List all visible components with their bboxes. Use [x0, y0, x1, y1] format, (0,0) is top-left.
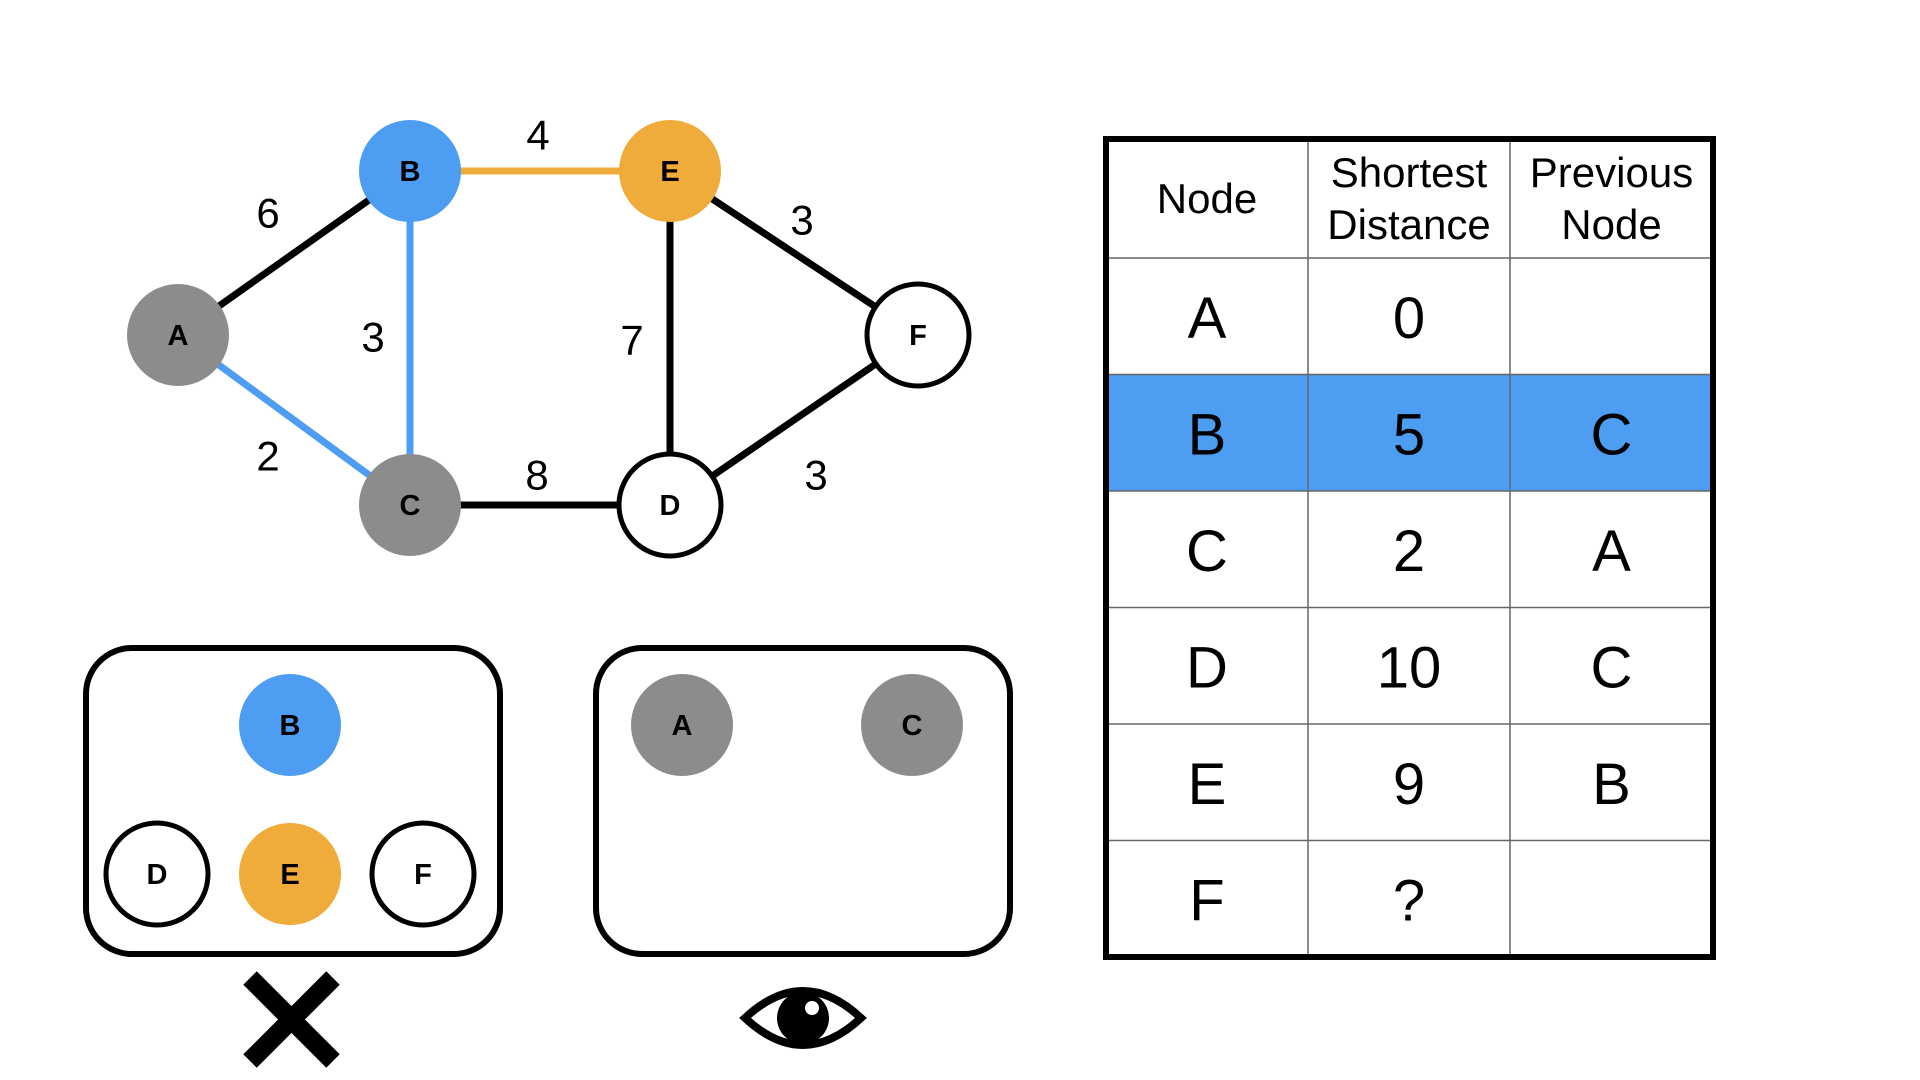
x-mark-icon [243, 971, 340, 1068]
table-cell-node: B [1188, 402, 1227, 467]
table-header-cell: Previous [1530, 149, 1693, 196]
node-label: F [414, 859, 432, 891]
node-label: B [280, 710, 301, 742]
node-circle [239, 674, 341, 776]
node-label: A [168, 320, 189, 352]
table-header-cell: Node [1561, 201, 1661, 248]
edge-weight-label: 7 [620, 317, 643, 364]
node-d: D [616, 451, 724, 559]
node-a: A [631, 674, 733, 776]
table-cell-node: D [1186, 635, 1228, 700]
node-label: A [672, 710, 693, 742]
node-b: B [359, 120, 461, 222]
unvisited-box-frame [83, 645, 503, 957]
x-stroke [243, 971, 340, 1068]
node-circle [239, 823, 341, 925]
table-cell-distance: 2 [1393, 519, 1425, 584]
node-label: C [902, 710, 923, 742]
node-label: F [909, 320, 927, 352]
table-cell-distance: 0 [1393, 286, 1425, 351]
node-d: D [103, 820, 211, 928]
node-label: B [400, 156, 421, 188]
node-circle [359, 120, 461, 222]
edge-weight-label: 2 [256, 433, 279, 480]
table-cell-distance: 10 [1377, 635, 1442, 700]
node-circle [359, 454, 461, 556]
eye-glint [805, 1001, 819, 1015]
node-circle [864, 281, 972, 389]
table-cell-distance: 9 [1393, 752, 1425, 817]
node-b: B [239, 674, 341, 776]
table-cell-previous: C [1591, 402, 1633, 467]
table-cell-distance: 5 [1393, 402, 1425, 467]
node-f: F [369, 820, 477, 928]
eye-icon [739, 987, 867, 1049]
node-c: C [861, 674, 963, 776]
table-cell-previous: C [1591, 635, 1633, 700]
edge-weights: 6 2 3 4 8 7 3 3 [256, 112, 827, 499]
table-header-cell: Distance [1327, 201, 1490, 248]
table-header-cell: Node [1157, 175, 1257, 222]
row-highlight [1106, 374, 1713, 491]
table-cell-node: C [1186, 519, 1228, 584]
node-f: F [864, 281, 972, 389]
node-circle [103, 820, 211, 928]
edge-weight-label: 3 [790, 197, 813, 244]
table-cell-previous: B [1592, 752, 1631, 817]
eye-outline [739, 987, 867, 1049]
table-cell-distance: ? [1393, 868, 1425, 933]
table-cell-node: F [1189, 868, 1224, 933]
table-border [1103, 136, 1716, 960]
node-label: C [400, 490, 421, 522]
edge-weight-label: 8 [525, 452, 548, 499]
table-cell-node: A [1188, 286, 1227, 351]
graph-nodes: A B C D E F [127, 120, 972, 559]
node-label: D [660, 490, 681, 522]
node-a: A [127, 284, 229, 386]
edge-weight-label: 6 [256, 190, 279, 237]
edge-weight-label: 4 [526, 112, 549, 159]
node-circle [127, 284, 229, 386]
node-circle [369, 820, 477, 928]
eye-pupil [777, 992, 829, 1044]
node-e: E [619, 120, 721, 222]
node-label: E [280, 859, 299, 891]
unvisited-set-box: B D E F [83, 645, 503, 957]
node-circle [619, 120, 721, 222]
node-circle [631, 674, 733, 776]
table-header-cell: Shortest [1331, 149, 1488, 196]
node-e: E [239, 823, 341, 925]
node-circle [616, 451, 724, 559]
node-label: E [660, 156, 679, 188]
visited-box-frame [593, 645, 1013, 957]
table-cell-node: E [1188, 752, 1227, 817]
edge-weight-label: 3 [361, 314, 384, 361]
node-c: C [359, 454, 461, 556]
node-circle [861, 674, 963, 776]
edge-weight-label: 3 [804, 452, 827, 499]
table-cell-previous: A [1592, 519, 1631, 584]
node-label: D [147, 859, 168, 891]
